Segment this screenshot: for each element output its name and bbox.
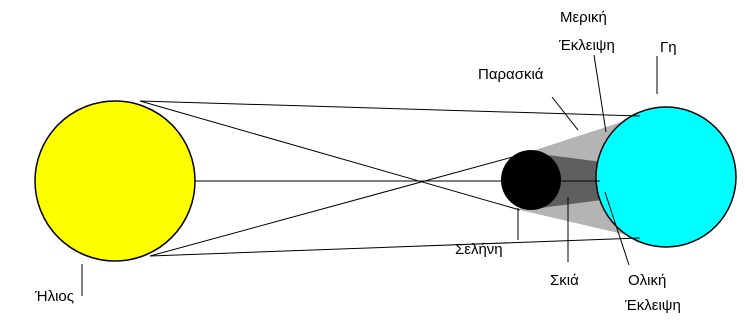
earth-circle	[596, 107, 736, 247]
partial-eclipse-label-line1: Μερική	[560, 9, 607, 26]
ray-top-cross	[140, 101, 520, 210]
sun-circle	[35, 101, 195, 261]
earth-label: Γη	[660, 39, 677, 56]
ray-bottom-outer	[150, 238, 640, 256]
penumbra-label: Παρασκιά	[478, 66, 544, 83]
partial-eclipse-label-line2: Έκλειψη	[558, 37, 615, 54]
partial-eclipse-pointer	[594, 55, 606, 132]
moon-label: Σελήνη	[455, 241, 503, 258]
umbra-label: Σκιά	[550, 272, 579, 289]
total-eclipse-label-line1: Ολική	[628, 272, 666, 289]
sun-label: Ήλιος	[34, 288, 74, 305]
moon-circle	[501, 150, 561, 210]
total-eclipse-label-line2: Έκλειψη	[624, 297, 681, 314]
